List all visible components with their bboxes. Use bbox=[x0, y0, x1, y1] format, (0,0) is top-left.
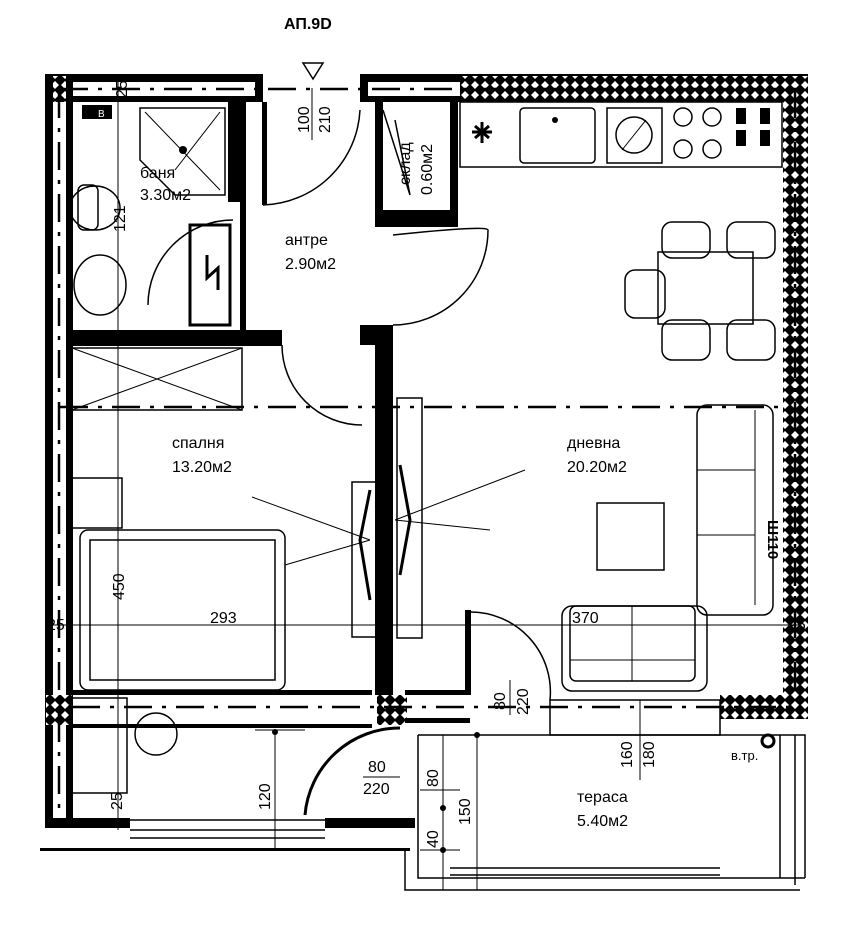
bedroom-terrace-door-width: 80 bbox=[368, 759, 386, 776]
vent-label: В bbox=[98, 109, 105, 120]
nightstand bbox=[71, 477, 123, 529]
plant bbox=[134, 712, 178, 756]
dim-bedroom-bottom: 25 bbox=[109, 792, 126, 810]
bedroom-window[interactable] bbox=[130, 819, 325, 839]
room-area-bedroom: 13.20м2 bbox=[172, 459, 232, 476]
room-name-entry: антре bbox=[285, 232, 328, 249]
room-name-terrace: тераса bbox=[577, 789, 628, 806]
terrace bbox=[404, 610, 806, 891]
terrace-window-width: 160 bbox=[619, 741, 636, 768]
armchair bbox=[561, 605, 708, 692]
dimension-line bbox=[255, 729, 305, 850]
kitchen-counter bbox=[459, 101, 783, 168]
bedroom-terrace-door[interactable] bbox=[303, 726, 401, 816]
sofa: Ш110 bbox=[696, 404, 781, 616]
terrace-door-height: 220 bbox=[515, 688, 532, 715]
room-name-storage: склад bbox=[397, 142, 414, 185]
room-name-bedroom: спалня bbox=[172, 435, 224, 452]
dim-right-wall: 25 bbox=[788, 617, 806, 634]
entrance-door-width: 100 bbox=[296, 106, 313, 133]
view-lines bbox=[251, 469, 526, 566]
wardrobe-bedroom bbox=[71, 347, 243, 411]
room-name-living: дневна bbox=[567, 435, 620, 452]
room-area-bathroom: 3.30м2 bbox=[140, 187, 191, 204]
dim-bedroom-width: 293 bbox=[210, 610, 237, 627]
storage-door[interactable] bbox=[382, 109, 411, 196]
bedroom-terrace-door-height: 220 bbox=[363, 781, 390, 798]
entrance-door[interactable]: 100 210 bbox=[262, 62, 361, 206]
room-name-bathroom: баня bbox=[140, 165, 175, 182]
apartment-title: АП.9D bbox=[284, 16, 332, 33]
room-area-entry: 2.90м2 bbox=[285, 256, 336, 273]
terrace-door-width: 80 bbox=[492, 692, 509, 710]
nightstand bbox=[71, 697, 128, 794]
dim-bedroom-window: 120 bbox=[257, 783, 274, 810]
dim-living-width: 370 bbox=[572, 610, 599, 627]
dim-terrace-150: 150 bbox=[457, 798, 474, 825]
dim-top-wall: 25 bbox=[114, 80, 131, 98]
terrace-window-height: 180 bbox=[641, 741, 658, 768]
dim-wc: 121 bbox=[112, 205, 129, 232]
interior-walls bbox=[72, 102, 458, 695]
bed bbox=[79, 529, 286, 691]
dim-terrace-40: 40 bbox=[425, 830, 442, 848]
dining-table bbox=[624, 221, 776, 361]
bathroom-fixtures: В bbox=[69, 105, 234, 327]
dim-terrace-80: 80 bbox=[425, 769, 442, 787]
room-area-living: 20.20м2 bbox=[567, 459, 627, 476]
wardrobe-label: Ш110 bbox=[764, 520, 781, 559]
bedroom-door[interactable] bbox=[281, 344, 363, 426]
drain-label: в.тр. bbox=[731, 748, 758, 763]
entrance-door-height: 210 bbox=[317, 106, 334, 133]
dim-bed: 450 bbox=[111, 573, 128, 600]
exterior-walls bbox=[40, 74, 808, 851]
tv-units bbox=[351, 397, 423, 639]
dim-left-wall: 25 bbox=[47, 617, 65, 634]
living-door[interactable] bbox=[392, 227, 489, 326]
room-area-terrace: 5.40м2 bbox=[577, 813, 628, 830]
coffee-table bbox=[596, 502, 665, 571]
room-area-storage: 0.60м2 bbox=[419, 144, 436, 195]
